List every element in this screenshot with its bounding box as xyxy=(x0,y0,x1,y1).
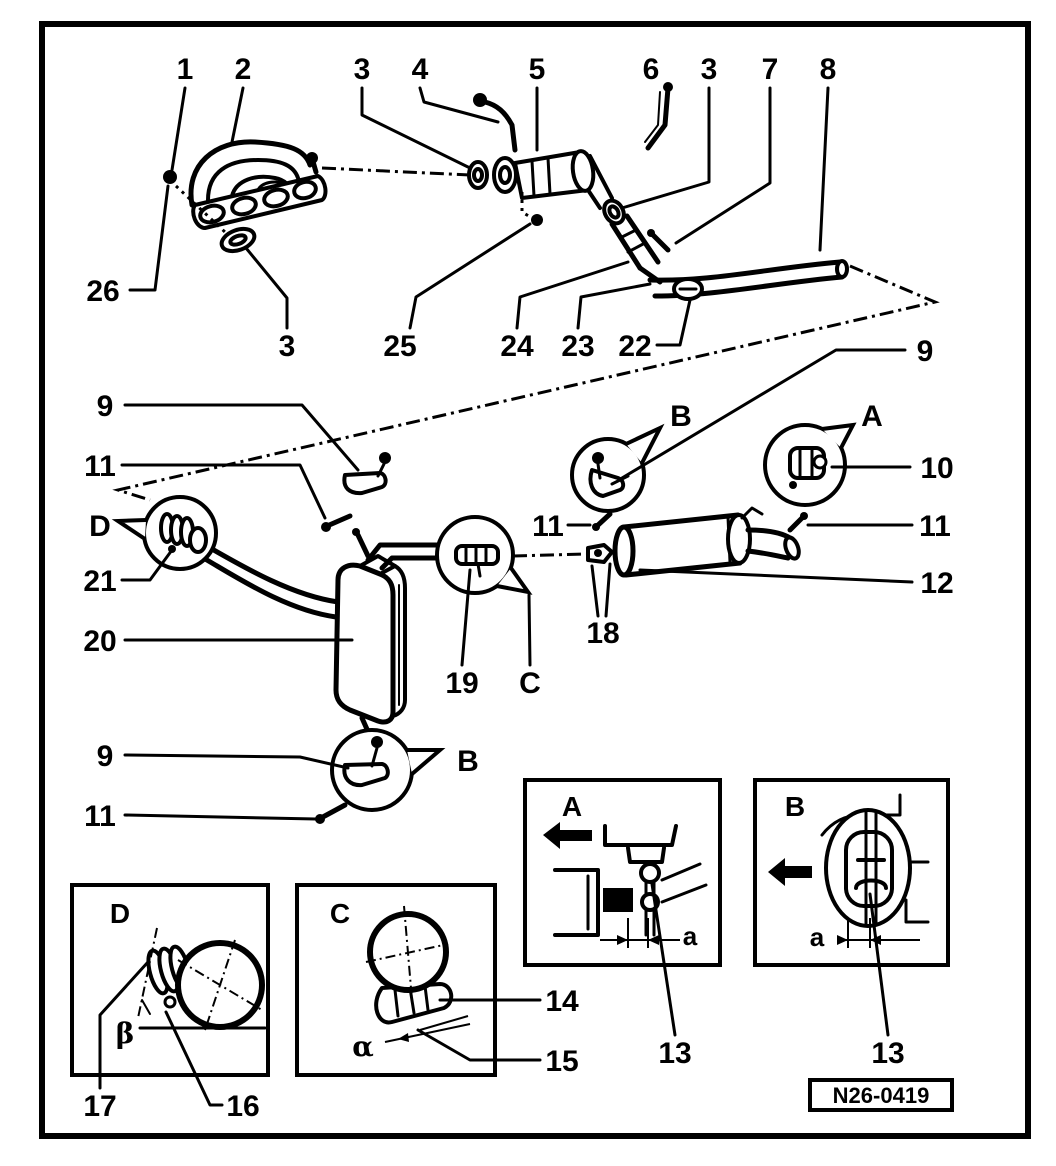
small-nut-part xyxy=(520,192,543,226)
gasket-top-part xyxy=(467,160,489,190)
detail-bubble-d xyxy=(111,495,218,571)
callout: 26 xyxy=(86,275,119,308)
callout: 22 xyxy=(618,330,651,363)
leader-lines xyxy=(120,86,914,821)
bracket-part xyxy=(644,82,673,151)
detail-title: A xyxy=(562,791,582,822)
callout: 11 xyxy=(919,510,951,543)
callout: 14 xyxy=(545,985,579,1018)
bolt-part xyxy=(647,229,671,253)
detail-inset-c: C α xyxy=(295,883,497,1077)
leader-line xyxy=(164,1010,224,1107)
callout: C xyxy=(519,667,541,700)
callout: 8 xyxy=(820,53,837,86)
callout: 11 xyxy=(532,510,564,543)
detail-title: C xyxy=(330,898,350,929)
rear-muffler-part xyxy=(612,506,801,578)
callout: 12 xyxy=(920,567,953,600)
clamp-part xyxy=(672,277,704,301)
callout: 10 xyxy=(920,452,953,485)
rear-clamp-part xyxy=(586,543,614,564)
callout: 15 xyxy=(545,1045,578,1078)
callout: 7 xyxy=(762,53,779,86)
detail-bubble-b-lower xyxy=(330,728,446,812)
callout: 2 xyxy=(235,53,252,86)
bolt-upper-part xyxy=(321,513,353,532)
callout: A xyxy=(861,400,883,433)
callouts-top: 1 2 3 4 5 6 3 7 8 xyxy=(177,53,837,86)
detail-title: D xyxy=(110,898,130,929)
callout: 3 xyxy=(354,53,371,86)
leader-line xyxy=(868,892,890,1037)
callouts-upper: 26 3 25 24 23 22 xyxy=(86,275,651,363)
bolt-lower-part xyxy=(315,802,348,824)
alignment-line-manifold xyxy=(321,166,471,177)
dimension-label: a xyxy=(810,922,825,952)
callouts-middle: 9 9 B A 10 11 D 11 11 21 12 18 20 19 C xyxy=(83,335,953,700)
callout: 1 xyxy=(177,53,194,86)
callout: B xyxy=(457,745,479,778)
callout: 18 xyxy=(586,617,619,650)
callout: D xyxy=(89,510,111,543)
callout: 3 xyxy=(279,330,296,363)
detail-bubble-b-upper xyxy=(570,423,665,513)
center-muffler-part xyxy=(333,528,443,739)
callout: 20 xyxy=(83,625,116,658)
callout: 5 xyxy=(529,53,546,86)
detail-inset-b: B a xyxy=(753,778,950,967)
detail-bubble-c xyxy=(435,515,533,595)
callout: 23 xyxy=(561,330,594,363)
alignment-line-long xyxy=(112,264,940,502)
alignment-line-rear xyxy=(512,552,587,558)
manifold-part xyxy=(188,139,328,230)
leader-line xyxy=(416,1028,542,1062)
angle-label: β xyxy=(116,1017,135,1050)
converter-part xyxy=(492,149,614,210)
drawing-code-box: N26-0419 xyxy=(808,1078,954,1112)
callout: 17 xyxy=(83,1090,116,1123)
leader-line xyxy=(98,960,150,1090)
nut-part xyxy=(163,170,228,235)
flex-pipe-part xyxy=(609,213,661,271)
dimension-label: a xyxy=(683,921,698,951)
callout: B xyxy=(670,400,692,433)
callouts-lower: 9 B 11 xyxy=(84,740,479,833)
detail-inset-d: D β xyxy=(70,883,270,1077)
callout: 3 xyxy=(701,53,718,86)
callout: 16 xyxy=(226,1090,259,1123)
callout: 9 xyxy=(97,740,114,773)
detail-inset-a: A a xyxy=(523,778,722,967)
drawing-code: N26-0419 xyxy=(833,1083,930,1108)
direction-arrow-icon xyxy=(543,822,592,849)
callout: 13 xyxy=(658,1037,691,1070)
middle-pipe-part xyxy=(197,542,341,620)
callout: 21 xyxy=(83,565,116,598)
callout: 4 xyxy=(412,53,429,86)
leader-line xyxy=(650,882,677,1037)
callout: 25 xyxy=(383,330,416,363)
callout: 6 xyxy=(643,53,660,86)
direction-arrow-icon xyxy=(768,858,812,886)
callout: 9 xyxy=(917,335,934,368)
detail-bubble-a xyxy=(763,422,857,507)
callout: 11 xyxy=(84,800,116,833)
gasket-lower-part xyxy=(219,226,257,254)
bolt-middle-part xyxy=(592,511,613,531)
detail-title: B xyxy=(785,791,805,822)
sensor-part xyxy=(473,93,518,153)
angle-label: α xyxy=(352,1030,374,1063)
callout: 9 xyxy=(97,390,114,423)
callout: 24 xyxy=(500,330,534,363)
callout: 11 xyxy=(84,450,116,483)
bolt-right-part xyxy=(787,512,808,533)
hanger-upper-part xyxy=(342,452,391,496)
callout: 13 xyxy=(871,1037,904,1070)
callout: 19 xyxy=(445,667,478,700)
